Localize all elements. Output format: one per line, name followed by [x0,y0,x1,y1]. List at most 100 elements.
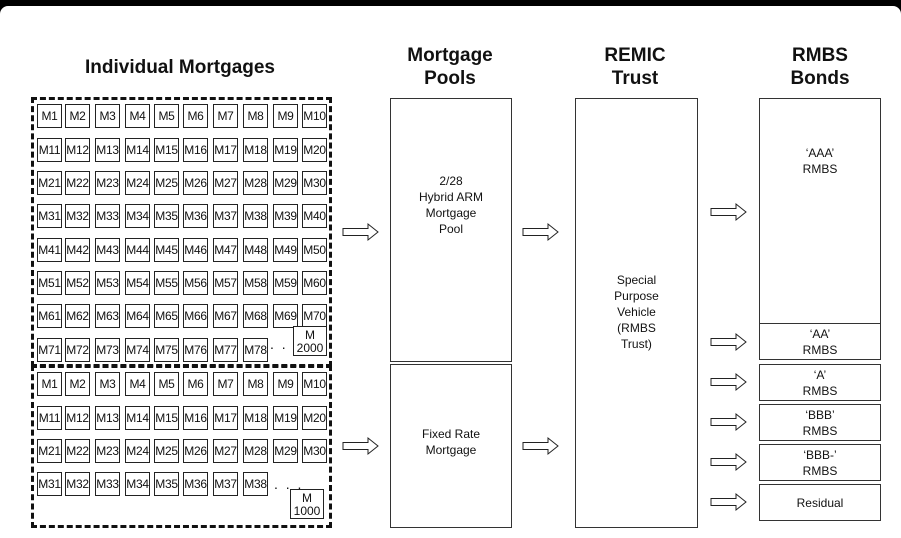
remic-trust-label: Special Purpose Vehicle (RMBS Trust) [614,273,659,351]
mortgage-cell: M21 [37,439,62,463]
mortgage-cell: M32 [65,204,90,228]
mortgage-cell: M46 [183,238,208,262]
mortgage-cell: M37 [213,472,238,496]
mortgage-cell: M25 [154,439,179,463]
mortgage-cell: M40 [302,204,327,228]
mortgage-cell: M29 [273,171,298,195]
mortgage-cell: M34 [125,204,150,228]
mortgage-cell: M14 [125,138,150,162]
mortgage-cell: M76 [183,338,208,362]
mortgage-cell: M9 [273,372,298,396]
bond-tranche-box: ‘AAA’ RMBS [759,98,881,327]
mortgage-cell: M34 [125,472,150,496]
mortgage-cell: M68 [243,304,268,328]
mortgage-cell: M12 [65,406,90,430]
mortgage-cell: M75 [154,338,179,362]
mortgage-cell: M17 [213,138,238,162]
mortgage-cell: M58 [243,271,268,295]
mortgage-cell: M69 [273,304,298,328]
mortgage-cell: M38 [243,472,268,496]
bond-tranche-label: ‘AA’ RMBS [802,326,838,357]
mortgage-cell: M21 [37,171,62,195]
mortgage-cell: M42 [65,238,90,262]
mortgage-cell: M74 [125,338,150,362]
mortgage-cell: M18 [243,406,268,430]
mortgage-cell: M26 [183,439,208,463]
mortgage-cell: M72 [65,338,90,362]
bond-tranche-box: ‘BBB’ RMBS [759,404,881,441]
flow-arrow-icon [342,436,379,456]
mortgage-ellipsis: . . . [270,336,300,352]
bond-tranche-box: Residual [759,484,881,521]
header-mortgage-pools: Mortgage Pools [407,45,493,89]
mortgage-cell: M56 [183,271,208,295]
mortgage-cell: M8 [243,372,268,396]
mortgage-cell: M26 [183,171,208,195]
mortgage-cell: M37 [213,204,238,228]
bond-tranche-label: ‘BBB-’ RMBS [802,447,838,478]
bond-tranche-label: ‘AAA’ RMBS [802,145,838,176]
mortgage-cell: M14 [125,406,150,430]
mortgage-cell: M71 [37,338,62,362]
mortgage-cell: M33 [95,204,120,228]
mortgage-cell: M8 [243,104,268,128]
mortgage-cell: M20 [302,138,327,162]
mortgage-cell: M33 [95,472,120,496]
mortgage-cell: M25 [154,171,179,195]
mortgage-cell: M31 [37,472,62,496]
pool-hybrid-arm: 2/28 Hybrid ARM Mortgage Pool [390,98,512,362]
mortgage-cell: M30 [302,171,327,195]
mortgage-cell: M29 [273,439,298,463]
mortgage-cell: M67 [213,304,238,328]
mortgage-cell: M7 [213,372,238,396]
mortgage-cell: M70 [302,304,327,328]
mortgage-cell: M57 [213,271,238,295]
mortgage-cell: M4 [125,372,150,396]
mortgage-cell: M3 [95,372,120,396]
mortgage-cell: M19 [273,406,298,430]
mortgage-cell: M59 [273,271,298,295]
mortgage-cell: M6 [183,104,208,128]
mortgage-cell: M55 [154,271,179,295]
flow-arrow-icon [522,436,559,456]
flow-arrow-icon [710,202,747,222]
mortgage-cell: M15 [154,138,179,162]
mortgage-cell: M50 [302,238,327,262]
mortgage-cell: M27 [213,439,238,463]
mortgage-cell: M45 [154,238,179,262]
mortgage-cell: M12 [65,138,90,162]
mortgage-cell: M35 [154,472,179,496]
mortgage-cell: M54 [125,271,150,295]
mortgage-cell: M19 [273,138,298,162]
bond-tranche-box: ‘A’ RMBS [759,364,881,401]
mortgage-cell: M41 [37,238,62,262]
pool-fixed-rate-label: Fixed Rate Mortgage [421,427,481,457]
mortgage-cell: M49 [273,238,298,262]
flow-arrow-icon [710,372,747,392]
mortgage-cell: M77 [213,338,238,362]
mortgage-cell: M3 [95,104,120,128]
mortgage-cell: M36 [183,472,208,496]
mortgage-cell: M78 [243,338,268,362]
header-rmbs-bonds: RMBS Bonds [790,45,850,89]
header-individual-mortgages: Individual Mortgages [84,57,276,78]
mortgage-cell: M63 [95,304,120,328]
flow-arrow-icon [522,222,559,242]
mortgage-cell: M5 [154,372,179,396]
mortgage-cell: M31 [37,204,62,228]
flow-arrow-icon [710,412,747,432]
mortgage-cell: M15 [154,406,179,430]
mortgage-cell: M30 [302,439,327,463]
mortgage-cell: M20 [302,406,327,430]
mortgage-cell: M13 [95,138,120,162]
mortgage-cell: M28 [243,439,268,463]
bond-tranche-label: ‘BBB’ RMBS [802,407,838,438]
mortgage-cell: M16 [183,406,208,430]
mortgage-cell: M10 [302,104,327,128]
mortgage-cell: M35 [154,204,179,228]
mortgage-cell: M65 [154,304,179,328]
flow-arrow-icon [342,222,379,242]
mortgage-cell: M10 [302,372,327,396]
mortgage-cell: M24 [125,171,150,195]
mortgage-cell: M2 [65,372,90,396]
